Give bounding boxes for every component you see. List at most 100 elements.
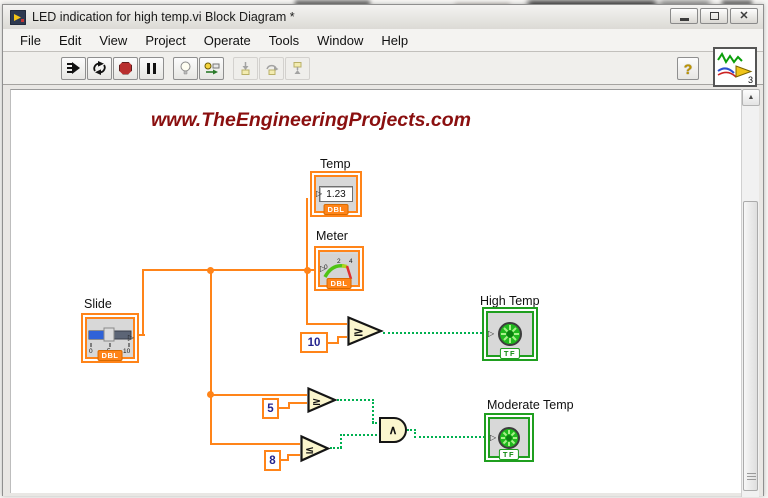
highlight-execution-button[interactable] <box>173 56 198 80</box>
wire-segment[interactable] <box>142 270 144 336</box>
wire-segment[interactable] <box>279 407 290 409</box>
step-into-button[interactable] <box>233 56 258 80</box>
block-diagram[interactable]: www.TheEngineeringProjects.com <box>10 89 741 493</box>
step-into-icon <box>241 61 250 75</box>
scrollbar-thumb[interactable] <box>743 201 758 491</box>
wire-segment[interactable] <box>281 459 289 461</box>
meter-label: Meter <box>316 229 348 243</box>
and-node[interactable]: ∧ <box>379 417 407 443</box>
slider-icon: 0 5 10 <box>87 322 133 354</box>
retain-wire-values-button[interactable] <box>199 56 224 80</box>
boolean-wire-segment[interactable] <box>383 332 482 334</box>
wire-segment[interactable] <box>287 454 300 456</box>
wire-segment[interactable] <box>142 269 316 271</box>
high-temp-label: High Temp <box>480 294 540 308</box>
wire-junction[interactable] <box>207 267 214 274</box>
menu-tools[interactable]: Tools <box>268 32 300 48</box>
tf-type-tag: TF <box>499 348 521 359</box>
wire-segment[interactable] <box>306 198 308 325</box>
constant-5[interactable]: 5 <box>262 398 279 419</box>
less-or-equal-node[interactable]: ≤ <box>300 434 331 463</box>
abort-icon <box>119 61 132 75</box>
maximize-icon <box>709 12 719 20</box>
svg-text:0: 0 <box>324 264 328 271</box>
minimize-button[interactable] <box>670 8 698 24</box>
wire-segment[interactable] <box>287 454 289 461</box>
and-symbol: ∧ <box>388 423 398 437</box>
pause-button[interactable] <box>139 56 164 80</box>
dbl-type-tag: DBL <box>323 204 349 215</box>
run-continuously-icon <box>93 61 106 75</box>
slide-terminal[interactable]: ▷ 0 5 10 DBL <box>81 313 139 363</box>
menu-window[interactable]: Window <box>317 32 364 48</box>
titlebar[interactable]: LED indication for high temp.vi Block Di… <box>3 5 763 29</box>
boolean-wire-segment[interactable] <box>372 422 381 424</box>
wire-junction[interactable] <box>207 391 214 398</box>
vi-icon-button[interactable]: 3 <box>713 47 757 87</box>
wire-segment[interactable] <box>210 443 300 445</box>
run-continuously-button[interactable] <box>87 56 112 80</box>
vertical-scrollbar[interactable]: ▲ <box>741 89 760 497</box>
wire-segment[interactable] <box>288 402 307 404</box>
scroll-up-button[interactable]: ▲ <box>742 89 760 106</box>
boolean-wire-segment[interactable] <box>340 434 342 448</box>
menubar: File Edit View Project Operate Tools Win… <box>3 29 763 52</box>
svg-text:≤: ≤ <box>305 444 314 457</box>
boolean-wire-segment[interactable] <box>340 434 381 436</box>
temp-terminal[interactable]: ▷ 1.23 DBL <box>310 171 362 217</box>
moderate-temp-terminal[interactable]: ▷ TF <box>484 413 534 462</box>
scroll-up-icon: ▲ <box>747 94 755 101</box>
pause-icon <box>147 62 156 74</box>
menu-view[interactable]: View <box>99 32 128 48</box>
boolean-wire-segment[interactable] <box>414 436 485 438</box>
light-bulb-icon <box>180 61 191 75</box>
constant-8[interactable]: 8 <box>264 450 281 471</box>
wire-segment[interactable] <box>337 336 339 344</box>
abort-button[interactable] <box>113 56 138 80</box>
run-button[interactable] <box>61 56 86 80</box>
boolean-wire-segment[interactable] <box>414 429 416 438</box>
scrollbar-grip-icon <box>747 473 756 480</box>
constant-value: 5 <box>267 402 274 415</box>
svg-text:≥: ≥ <box>353 325 364 340</box>
context-help-button[interactable]: ? <box>677 57 699 80</box>
constant-value: 8 <box>269 454 276 467</box>
close-button[interactable]: ✕ <box>730 8 758 24</box>
menu-file[interactable]: File <box>20 32 41 48</box>
wire-segment[interactable] <box>306 323 347 325</box>
boolean-wire-segment[interactable] <box>372 399 374 423</box>
menu-help[interactable]: Help <box>381 32 409 48</box>
meter-terminal[interactable]: ▷ 0 2 4 DBL <box>314 246 364 291</box>
menu-project[interactable]: Project <box>145 32 186 48</box>
watermark-label: www.TheEngineeringProjects.com <box>151 109 472 131</box>
help-icon: ? <box>683 60 693 77</box>
step-out-button[interactable] <box>285 56 310 80</box>
indicator-arrow-icon: ▷ <box>488 329 495 338</box>
boolean-wire-segment[interactable] <box>337 399 374 401</box>
step-over-button[interactable] <box>259 56 284 80</box>
svg-text:10: 10 <box>123 348 131 354</box>
menu-edit[interactable]: Edit <box>58 32 82 48</box>
greater-or-equal-node[interactable]: ≥ <box>347 315 384 347</box>
moderate-temp-label: Moderate Temp <box>487 398 574 412</box>
wire-segment[interactable] <box>138 334 145 336</box>
led-icon <box>498 426 520 449</box>
menu-operate[interactable]: Operate <box>203 32 251 48</box>
high-temp-terminal[interactable]: ▷ TF <box>482 307 538 361</box>
maximize-button[interactable] <box>700 8 728 24</box>
greater-or-equal-node[interactable]: ≥ <box>307 386 338 414</box>
svg-text:2: 2 <box>337 258 341 265</box>
boolean-wire-segment[interactable] <box>407 429 416 431</box>
boolean-wire-segment[interactable] <box>330 447 342 449</box>
vi-waveform-icon <box>717 52 753 78</box>
wire-segment[interactable] <box>328 342 339 344</box>
step-over-icon <box>265 64 278 75</box>
wire-segment[interactable] <box>288 402 290 409</box>
wire-junction[interactable] <box>304 267 311 274</box>
wire-segment[interactable] <box>210 270 212 445</box>
run-icon <box>66 62 80 74</box>
wire-segment[interactable] <box>337 336 347 338</box>
wire-segment[interactable] <box>210 394 307 396</box>
constant-10[interactable]: 10 <box>300 332 328 353</box>
